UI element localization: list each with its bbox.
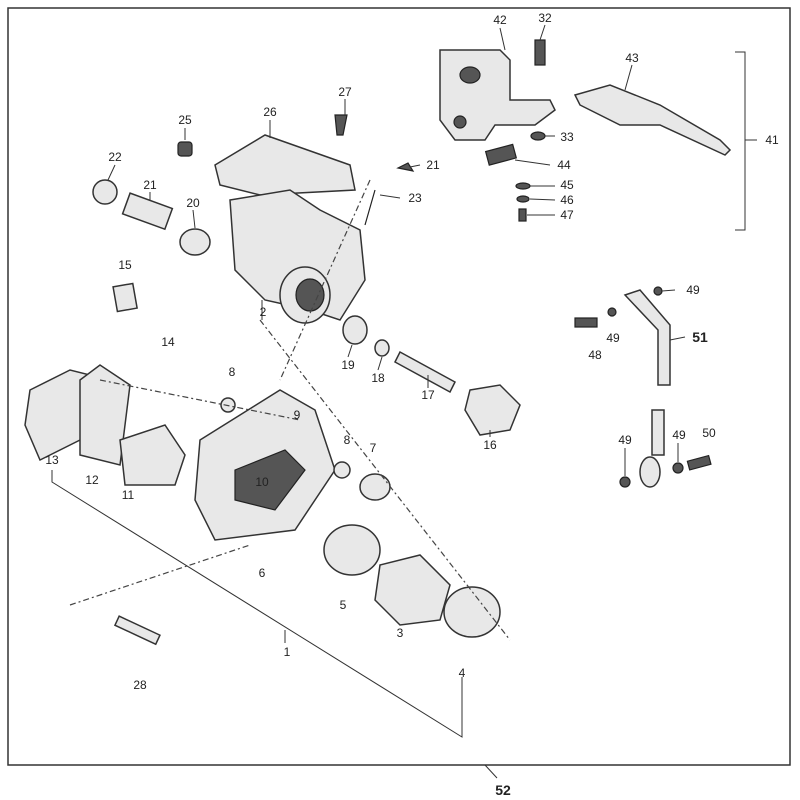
callout-6: 6 — [259, 566, 266, 580]
callout-8: 8 — [344, 433, 351, 447]
callout-19: 19 — [341, 358, 355, 372]
callout-47: 47 — [560, 208, 574, 222]
callout-42: 42 — [493, 13, 507, 27]
callout-23: 23 — [408, 191, 422, 205]
callout-2: 2 — [260, 305, 267, 319]
callout-46: 46 — [560, 193, 574, 207]
callout-8: 8 — [229, 365, 236, 379]
callout-32: 32 — [538, 11, 552, 25]
callout-27: 27 — [338, 85, 352, 99]
callout-49: 49 — [672, 428, 686, 442]
callout-52: 52 — [495, 782, 511, 798]
callout-17: 17 — [421, 388, 435, 402]
callout-43: 43 — [625, 51, 639, 65]
brake-hose — [574, 286, 712, 488]
callout-21: 21 — [426, 158, 440, 172]
callout-4: 4 — [459, 666, 466, 680]
callout-45: 45 — [560, 178, 574, 192]
diagram-frame — [7, 7, 791, 766]
callout-28: 28 — [133, 678, 147, 692]
callout-49: 49 — [686, 283, 700, 297]
callout-10: 10 — [255, 475, 269, 489]
callout-41: 41 — [765, 133, 779, 147]
callout-12: 12 — [85, 473, 99, 487]
callout-1: 1 — [284, 645, 291, 659]
callout-5: 5 — [340, 598, 347, 612]
caliper-lower — [24, 179, 511, 738]
callout-49: 49 — [606, 331, 620, 345]
callout-9: 9 — [294, 408, 301, 422]
callout-13: 13 — [45, 453, 59, 467]
callout-15: 15 — [118, 258, 132, 272]
callout-21: 21 — [143, 178, 157, 192]
callout-49: 49 — [618, 433, 632, 447]
callout-18: 18 — [371, 371, 385, 385]
callout-11: 11 — [122, 488, 135, 502]
callout-20: 20 — [186, 196, 200, 210]
callout-16: 16 — [483, 438, 497, 452]
callout-50: 50 — [702, 426, 716, 440]
callout-7: 7 — [370, 441, 377, 455]
callout-25: 25 — [178, 113, 192, 127]
callout-26: 26 — [263, 105, 277, 119]
callout-44: 44 — [557, 158, 571, 172]
callout-22: 22 — [108, 150, 122, 164]
callout-14: 14 — [161, 335, 175, 349]
callout-33: 33 — [560, 130, 574, 144]
master-cylinder — [439, 24, 757, 231]
callout-48: 48 — [588, 348, 602, 362]
callout-3: 3 — [397, 626, 404, 640]
callout-51: 51 — [692, 329, 708, 345]
callout-labels: 1 2 3 4 5 6 7 8 8 9 10 11 12 13 14 15 16… — [45, 11, 779, 798]
caliper-upper — [92, 99, 521, 437]
